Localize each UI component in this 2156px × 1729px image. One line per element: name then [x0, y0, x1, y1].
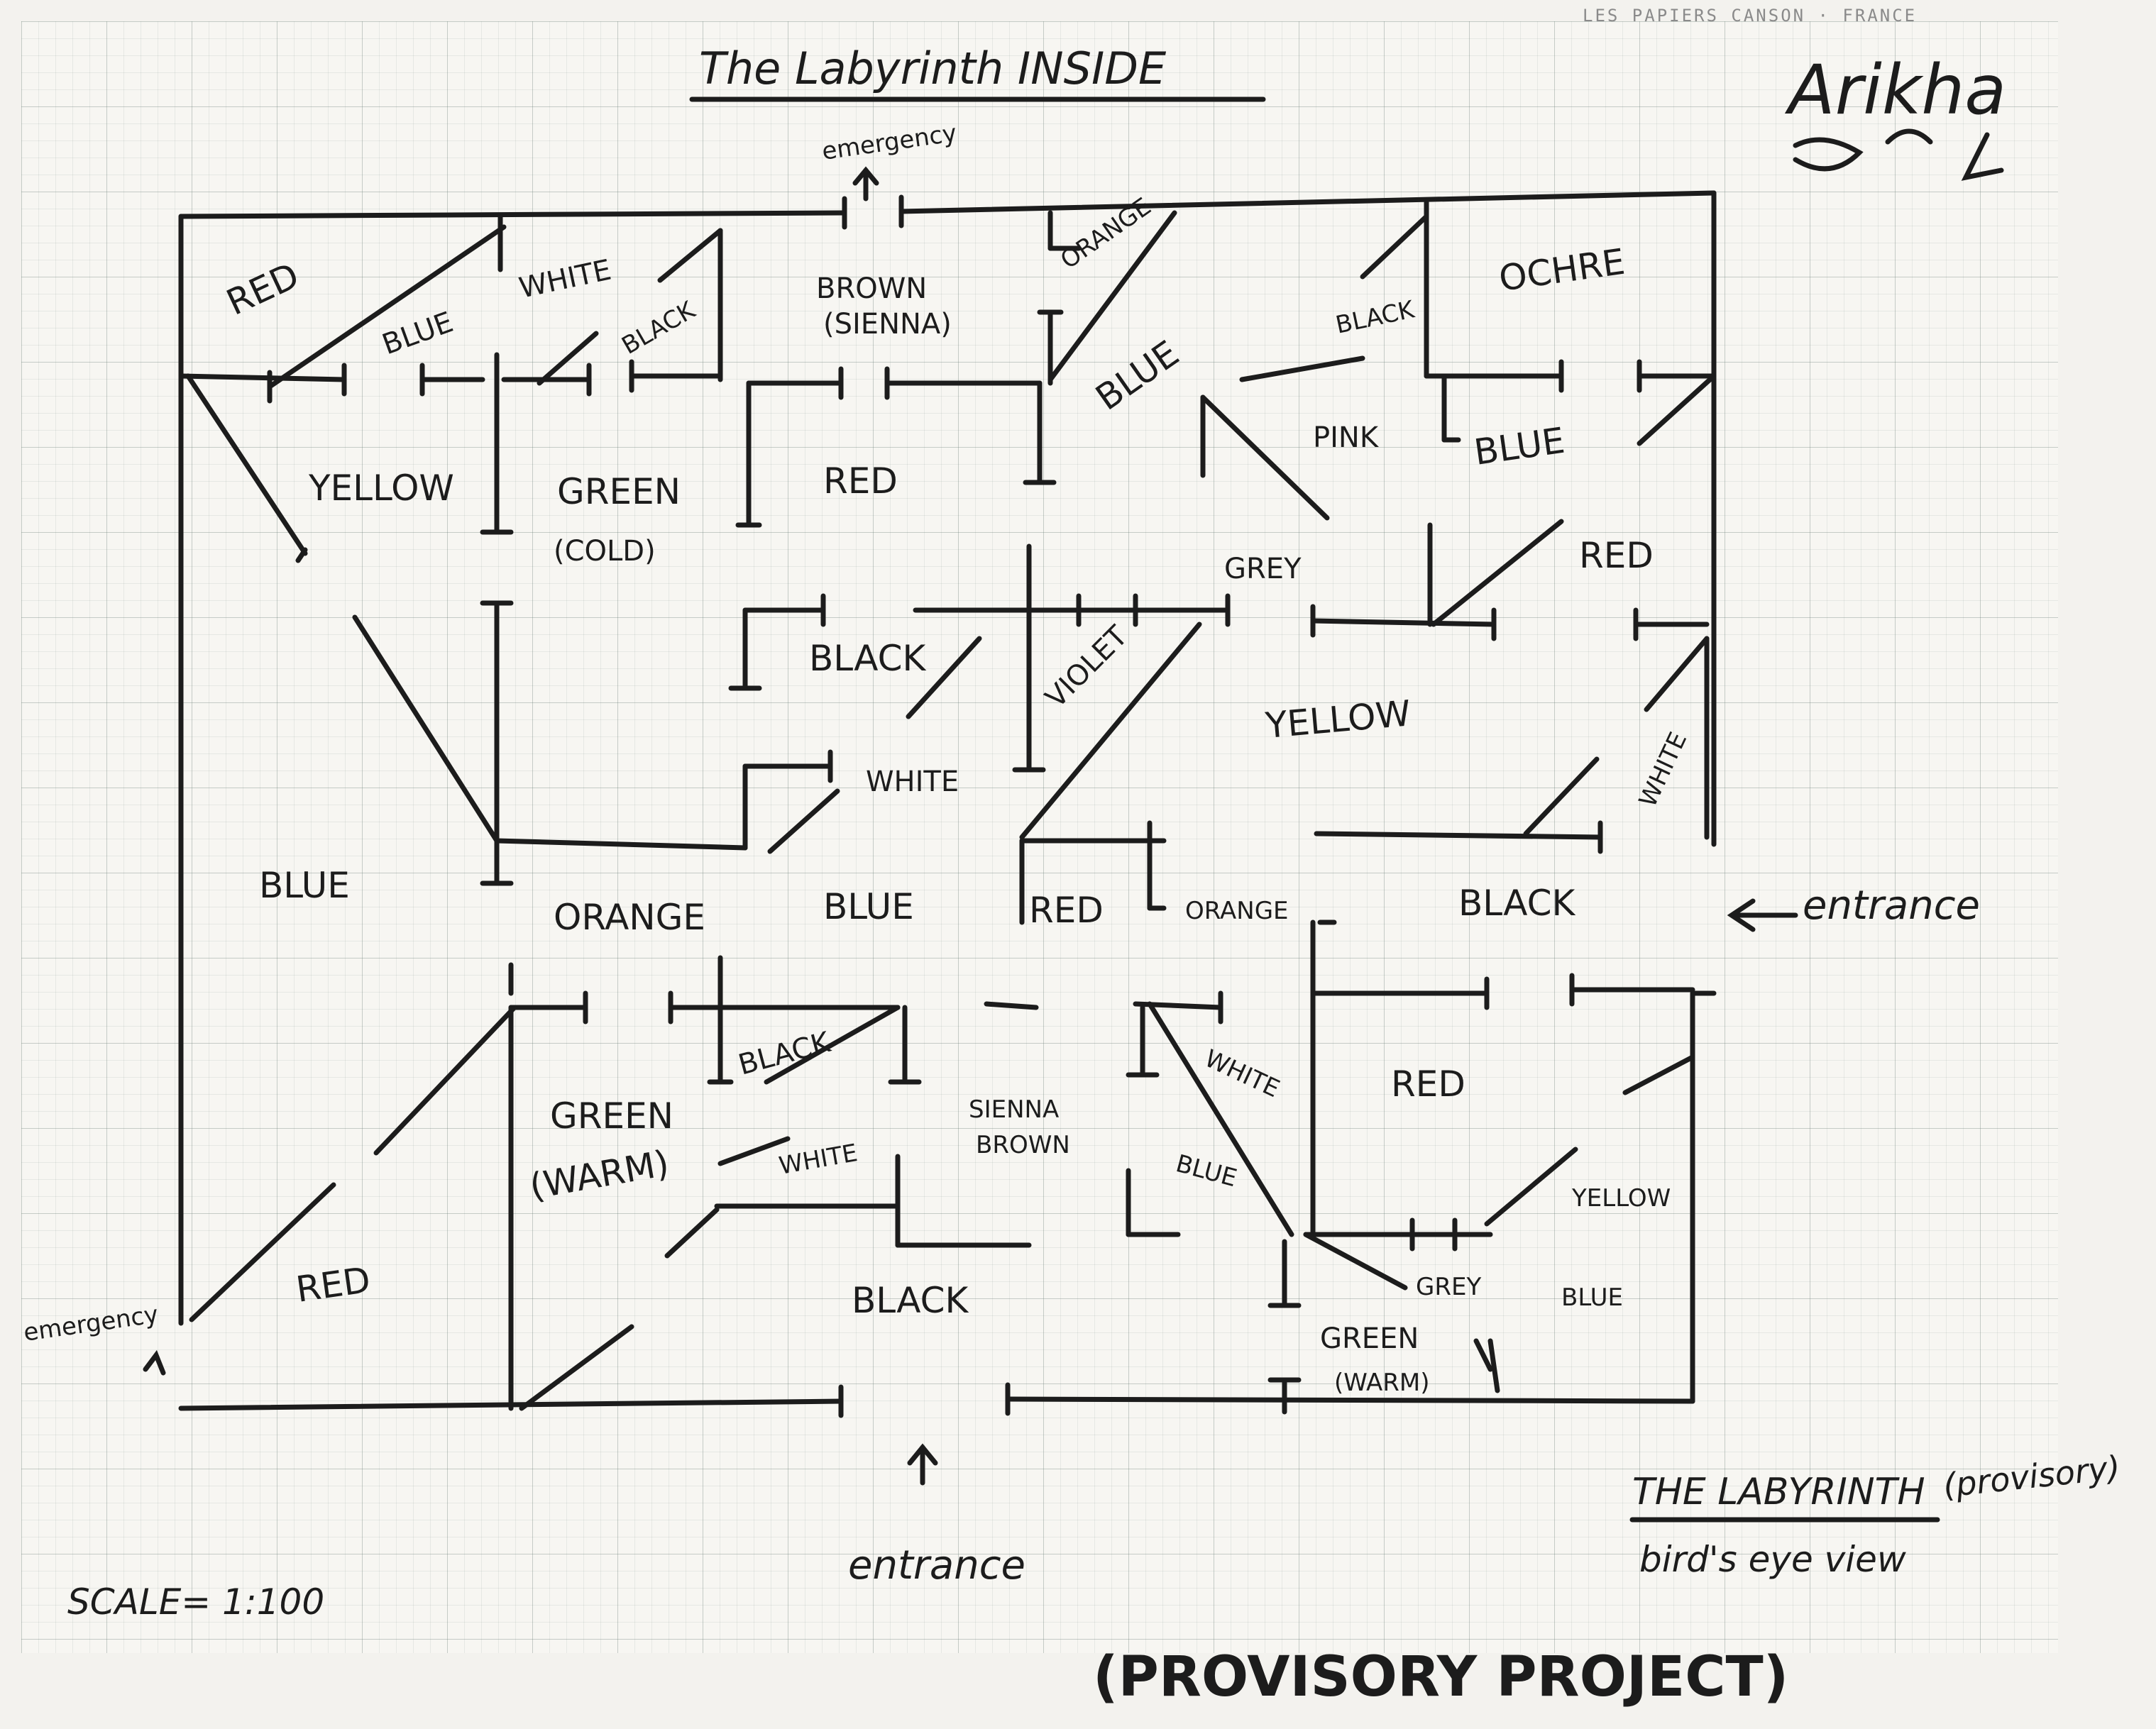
room-label: RED — [1579, 535, 1654, 576]
room-label: YELLOW — [308, 468, 454, 509]
room-label: WHITE — [777, 1139, 860, 1181]
room-label: ORANGE — [1185, 897, 1289, 925]
top-exit-arrowhead — [852, 166, 879, 186]
room-label: BLACK — [809, 638, 927, 679]
room-label: GREY — [1416, 1273, 1481, 1301]
left-emergency-label: emergency — [22, 1300, 160, 1347]
room-label: BLUE — [823, 886, 914, 927]
right-entrance-arrow — [1727, 898, 1798, 932]
entrance-annotations: emergency emergency entrance entrance — [22, 119, 1980, 1589]
right-entrance-label: entrance — [1803, 883, 1980, 929]
sheet-notes: SCALE= 1:100 THE LABYRINTH (provisory) b… — [67, 1448, 2122, 1709]
room-label: BLACK — [852, 1280, 969, 1321]
room-label: WHITE — [517, 254, 615, 305]
room-label: BROWN — [816, 272, 927, 305]
room-label: (WARM) — [1334, 1369, 1430, 1397]
room-label: WHITE — [866, 766, 959, 798]
paper-stamp: LES PAPIERS CANSON · FRANCE — [1583, 6, 1917, 26]
room-label: (COLD) — [554, 535, 656, 568]
caption-paren: (provisory) — [1942, 1448, 2123, 1505]
room-label: RED — [823, 460, 898, 502]
provisory-project-note: (PROVISORY PROJECT) — [1093, 1645, 1788, 1709]
artist-signature: Arikha — [1784, 50, 2006, 130]
room-label: WHITE — [1200, 1044, 1284, 1103]
room-label: (SIENNA) — [823, 308, 952, 341]
room-label: ORANGE — [554, 897, 705, 938]
room-label: GREEN — [557, 471, 681, 512]
bottom-entrance-arrowhead — [907, 1443, 938, 1466]
room-label: YELLOW — [1571, 1184, 1671, 1212]
room-label: BROWN — [976, 1131, 1070, 1159]
room-label: BLACK — [1458, 883, 1576, 924]
door-ticks — [267, 245, 1642, 1383]
room-label: SIENNA — [969, 1095, 1059, 1124]
room-label: RED — [221, 255, 306, 324]
room-label: BLUE — [259, 865, 350, 906]
room-label: OCHRE — [1497, 241, 1628, 299]
graph-paper-sheet — [21, 21, 2058, 1653]
interior-walls — [178, 199, 1717, 1415]
top-emergency-label: emergency — [820, 119, 959, 166]
room-label: BLUE — [1089, 333, 1187, 419]
room-label: YELLOW — [1263, 692, 1412, 746]
room-label: BLACK — [1333, 295, 1418, 340]
room-label: GREY — [1224, 553, 1302, 585]
caption-title: THE LABYRINTH — [1632, 1471, 1925, 1513]
room-label: BLACK — [617, 295, 701, 360]
bottom-entrance-label: entrance — [848, 1542, 1025, 1589]
room-label: BLUE — [1173, 1149, 1240, 1193]
room-label: GREEN — [1320, 1322, 1419, 1355]
room-label: (WARM) — [527, 1142, 672, 1207]
room-label: WHITE — [1634, 728, 1693, 812]
room-label: GREEN — [550, 1095, 673, 1137]
signature-flourish — [1793, 128, 2004, 181]
left-exit-arrowhead — [143, 1349, 166, 1376]
room-label: BLUE — [1561, 1283, 1623, 1312]
room-label: PINK — [1313, 421, 1380, 454]
room-label: RED — [1391, 1064, 1465, 1105]
room-labels: RED BLUE WHITE BLACK BROWN (SIENNA) ORAN… — [221, 192, 1693, 1397]
room-label: BLUE — [378, 306, 458, 361]
room-label: VIOLET — [1040, 619, 1135, 714]
room-label: RED — [1029, 890, 1104, 931]
caption-subtitle: bird's eye view — [1639, 1539, 1906, 1580]
room-label: RED — [294, 1259, 373, 1310]
scale-note: SCALE= 1:100 — [67, 1581, 324, 1623]
room-label: BLUE — [1472, 420, 1568, 473]
plan-title: The Labyrinth INSIDE — [699, 43, 1167, 94]
